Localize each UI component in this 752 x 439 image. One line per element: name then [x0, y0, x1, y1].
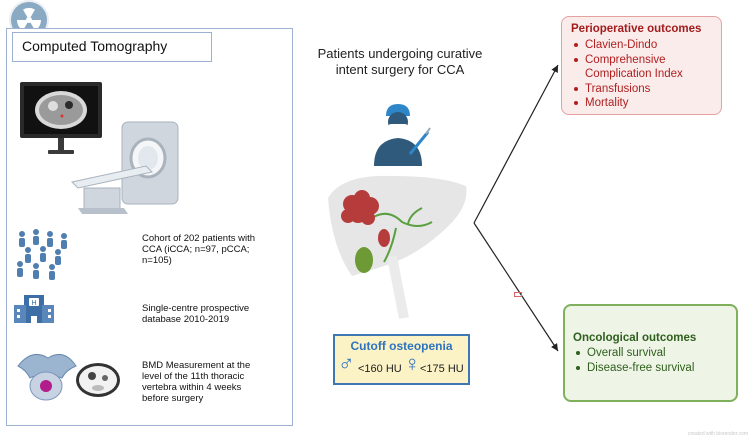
- perioperative-box: [561, 16, 722, 115]
- surgeon-icon: [374, 104, 431, 166]
- liver-icon: [328, 175, 467, 319]
- ct-title: Computed Tomography: [22, 38, 168, 54]
- ct-title-box: [12, 32, 212, 62]
- osteopenia-title: Cutoff osteopenia: [350, 339, 453, 353]
- list-item: Overall survival: [573, 346, 694, 361]
- ct-scanner-icon: [20, 82, 179, 214]
- vertebra-ct-icon: [17, 353, 120, 401]
- list-item: Comprehensive: [571, 53, 683, 68]
- hospital-icon: H: [14, 295, 54, 323]
- marker-rect: [514, 292, 522, 297]
- center-title-line1: Patients undergoing curative: [317, 46, 483, 61]
- male-icon: ♂: [338, 351, 355, 376]
- bmd-text: BMD Measurement at the level of the 11th…: [142, 360, 251, 404]
- arrow-to-oncological: [473, 222, 559, 352]
- svg-text:H: H: [31, 300, 36, 307]
- list-item: Mortality: [571, 96, 683, 111]
- arrow-to-perioperative: [473, 64, 559, 224]
- list-item: Transfusions: [571, 82, 683, 97]
- oncological-box: [563, 304, 738, 402]
- cohort-text: Cohort of 202 patients with CCA (iCCA; n…: [142, 233, 256, 266]
- perioperative-list: Clavien-Dindo Comprehensive Complication…: [571, 38, 683, 111]
- osteopenia-box: [333, 334, 470, 385]
- people-cohort-icon: [17, 229, 67, 280]
- list-item: Clavien-Dindo: [571, 38, 683, 53]
- perioperative-title: Perioperative outcomes: [571, 23, 702, 35]
- oncological-list: Overall survival Disease-free survival: [573, 346, 694, 375]
- female-cutoff: <175 HU: [420, 363, 464, 375]
- watermark: created with biorender.com: [687, 431, 748, 437]
- male-cutoff: <160 HU: [358, 363, 402, 375]
- oncological-title: Oncological outcomes: [573, 332, 697, 344]
- center-title-line2: intent surgery for CCA: [335, 62, 465, 77]
- outcome-arrows: [473, 64, 559, 352]
- list-item: Complication Index: [585, 68, 683, 80]
- female-icon: ♀: [404, 351, 421, 376]
- list-item: Disease-free survival: [573, 361, 694, 376]
- database-text: Single-centre prospective database 2010-…: [142, 303, 250, 325]
- center-title: Patients undergoing curative intent surg…: [306, 46, 494, 78]
